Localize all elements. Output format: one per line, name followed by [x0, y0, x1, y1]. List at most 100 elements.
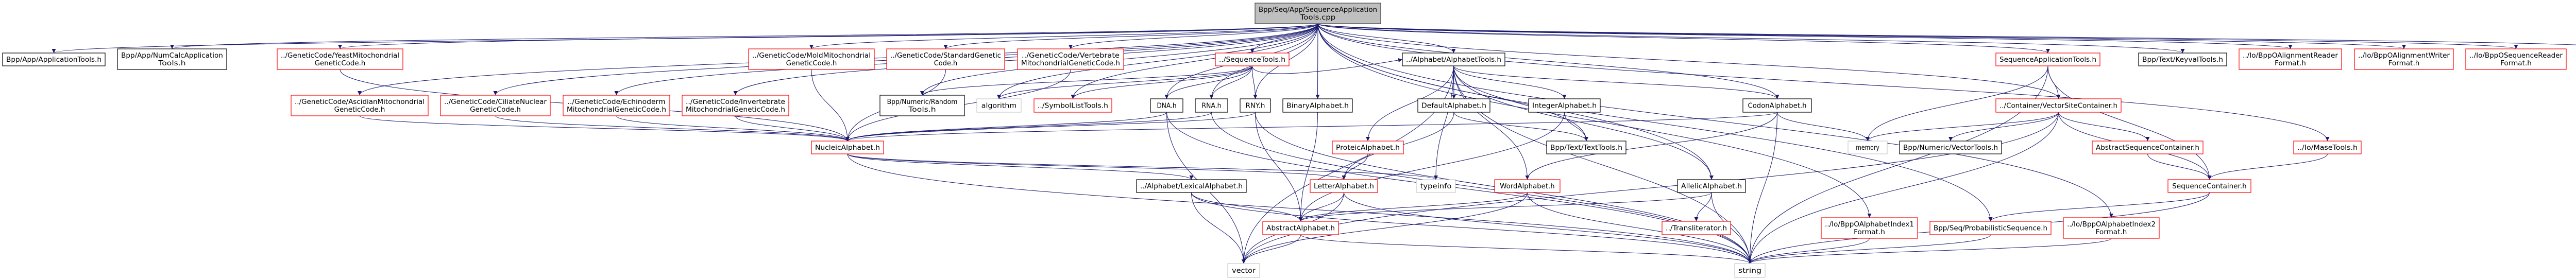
nodes-layer: Bpp/Seq/App/SequenceApplicationTools.cpp… [2, 3, 2567, 278]
node-letter[interactable]: LetterAlphabet.h [1310, 179, 1378, 193]
node-vertebrate[interactable]: ../GeneticCode/VertebrateMitochondrialGe… [1017, 48, 1124, 70]
edge-alphatools-to-allelic [1453, 65, 1714, 180]
node-rny[interactable]: RNY.h [1240, 98, 1271, 113]
node-echino[interactable]: ../GeneticCode/EchinodermMitochondrialGe… [563, 95, 670, 116]
node-label: ../GeneticCode/CiliateNuclear [444, 98, 547, 106]
node-label: Bpp/Seq/App/SequenceApplication [1259, 6, 1377, 14]
node-proteic[interactable]: ProteicAlphabet.h [1332, 141, 1404, 154]
node-word[interactable]: WordAlphabet.h [1494, 179, 1561, 193]
edge-dna-to-nucleic [845, 112, 1167, 142]
node-abstract[interactable]: AbstractAlphabet.h [1262, 221, 1339, 235]
node-yeast[interactable]: ../GeneticCode/YeastMitochondrialGenetic… [277, 48, 403, 70]
node-alphatools[interactable]: ../Alphabet/AlphabetTools.h [1402, 52, 1505, 66]
node-integer[interactable]: IntegerAlphabet.h [1528, 98, 1601, 113]
node-box [682, 95, 789, 116]
edge-lexical-to-vector [1191, 192, 1246, 264]
node-translit[interactable]: ../Transliterator.h [1662, 221, 1731, 235]
node-box [1677, 179, 1746, 193]
node-label: RNA.h [1202, 102, 1222, 110]
node-label: GeneticCode.h [334, 106, 385, 114]
edge-main-to-seqreader [1317, 23, 2518, 49]
node-label: ../Transliterator.h [1666, 225, 1727, 233]
node-default[interactable]: DefaultAlphabet.h [1417, 98, 1490, 113]
node-seqcontainer[interactable]: SequenceContainer.h [2167, 179, 2251, 193]
node-label: ../GeneticCode/YeastMitochondrial [281, 52, 399, 60]
node-seqtools[interactable]: ../SequenceTools.h [1215, 52, 1290, 66]
node-symbol[interactable]: ../SymbolListTools.h [1033, 98, 1112, 113]
node-rna[interactable]: RNA.h [1195, 98, 1228, 113]
edge-main-to-seqapptools [1317, 23, 2050, 54]
node-box [2063, 217, 2160, 239]
edge-lexical-to-string [1191, 192, 1752, 264]
node-label: WordAlphabet.h [1500, 183, 1554, 190]
edge-alphatools-to-proteic [1366, 65, 1454, 142]
node-label: RNY.h [1246, 102, 1265, 110]
node-typeinfo: typeinfo [1416, 179, 1456, 193]
node-box [1494, 179, 1561, 193]
node-codon[interactable]: CodonAlphabet.h [1742, 98, 1812, 113]
node-box [886, 48, 1005, 70]
node-box [748, 48, 875, 70]
node-memory: memory [1848, 141, 1888, 154]
edge-main-to-yeast [338, 23, 1318, 49]
node-box [1310, 179, 1378, 193]
node-allelic[interactable]: AllelicAlphabet.h [1677, 179, 1746, 193]
node-seqapptools[interactable]: SequenceApplicationTools.h [1995, 52, 2100, 66]
node-lexical[interactable]: ../Alphabet/LexicalAlphabet.h [1136, 179, 1247, 193]
node-label: string [1738, 267, 1761, 275]
node-binary[interactable]: BinaryAlphabet.h [1282, 98, 1353, 113]
node-box [1742, 98, 1812, 113]
edge-word-to-abstract [1298, 192, 1528, 222]
node-box [1282, 98, 1353, 113]
edge-word-to-string [1527, 192, 1752, 264]
edge-seqtools-to-rna [1209, 65, 1252, 99]
edge-echino-to-nucleic [616, 115, 850, 142]
node-texttools[interactable]: Bpp/Text/TextTools.h [1546, 141, 1626, 154]
edge-main-to-alphatools [1317, 23, 1456, 54]
node-label: MitochondrialGeneticCode.h [1021, 60, 1120, 67]
node-main[interactable]: Bpp/Seq/App/SequenceApplicationTools.cpp [1255, 3, 1381, 24]
edge-main-to-vsc [1317, 23, 2061, 99]
edge-word-to-vector [1242, 192, 1528, 264]
node-label: ../Container/VectorSiteContainer.h [1999, 102, 2117, 110]
node-apptools[interactable]: Bpp/App/ApplicationTools.h [2, 52, 106, 66]
node-mold[interactable]: ../GeneticCode/MoldMitochondrialGeneticC… [748, 48, 875, 70]
node-vectortools[interactable]: Bpp/Numeric/VectorTools.h [1899, 141, 2002, 154]
edge-main-to-algorithm [997, 23, 1318, 99]
node-box [879, 95, 965, 116]
node-invert[interactable]: ../GeneticCode/InvertebrateMitochondrial… [682, 95, 789, 116]
edge-dna-to-string [1166, 112, 1752, 264]
edge-rna-to-nucleic [845, 112, 1212, 142]
edge-alphatools-to-typeinfo [1434, 65, 1454, 180]
node-keyval[interactable]: Bpp/Text/KeyvalTools.h [2138, 52, 2227, 66]
node-box [1402, 52, 1505, 66]
node-box [291, 95, 429, 116]
edge-integer-to-texttools [1564, 112, 1588, 142]
node-box [2354, 48, 2454, 70]
node-ascidian[interactable]: ../GeneticCode/AscidianMitochondrialGene… [291, 95, 429, 116]
node-box [976, 98, 1022, 113]
node-ciliate[interactable]: ../GeneticCode/CiliateNuclearGeneticCode… [440, 95, 551, 116]
node-string: string [1734, 263, 1766, 278]
edge-abstract-to-vector [1242, 234, 1301, 264]
node-label: Tools.cpp [1300, 14, 1336, 22]
node-nucleic[interactable]: NucleicAlphabet.h [811, 141, 884, 154]
node-mase[interactable]: ../Io/MaseTools.h [2293, 141, 2362, 154]
node-asc[interactable]: AbstractSequenceContainer.h [2092, 141, 2204, 154]
node-dna[interactable]: DNA.h [1150, 98, 1183, 113]
edge-seqtools-to-symbol [1071, 65, 1252, 99]
node-vsc[interactable]: ../Container/VectorSiteContainer.h [1995, 98, 2122, 113]
edge-mase-to-seqcontainer [2207, 153, 2328, 180]
node-box [277, 48, 403, 70]
edge-vsc-to-vectortools [1948, 112, 2059, 142]
node-probseq[interactable]: Bpp/Seq/ProbabilisticSequence.h [1929, 221, 2052, 235]
node-label: Format.h [2275, 60, 2306, 67]
